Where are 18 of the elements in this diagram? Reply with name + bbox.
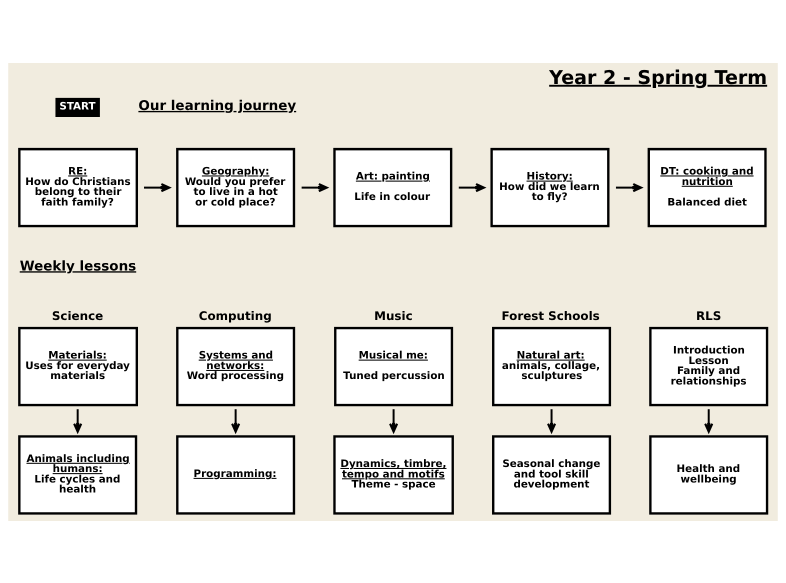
arrow: [616, 182, 642, 192]
label: Our learning journey: [138, 97, 296, 114]
arrow: [144, 182, 170, 192]
arrow: [704, 408, 714, 432]
arrow: [458, 182, 486, 192]
node-label: Computing: [198, 308, 272, 322]
arrow: [546, 408, 556, 432]
arrow: [231, 408, 240, 432]
arrow: [302, 182, 328, 192]
arrow: [73, 408, 82, 432]
label: Weekly lessons: [20, 258, 136, 274]
diagram-title: Year 2 - Spring Term: [549, 66, 768, 88]
node-label: Science: [52, 308, 104, 322]
arrow: [389, 408, 398, 432]
node-label: RLS: [696, 308, 722, 322]
node-label: Forest Schools: [502, 308, 600, 322]
node-label: Music: [374, 308, 413, 322]
label: START: [59, 100, 96, 112]
